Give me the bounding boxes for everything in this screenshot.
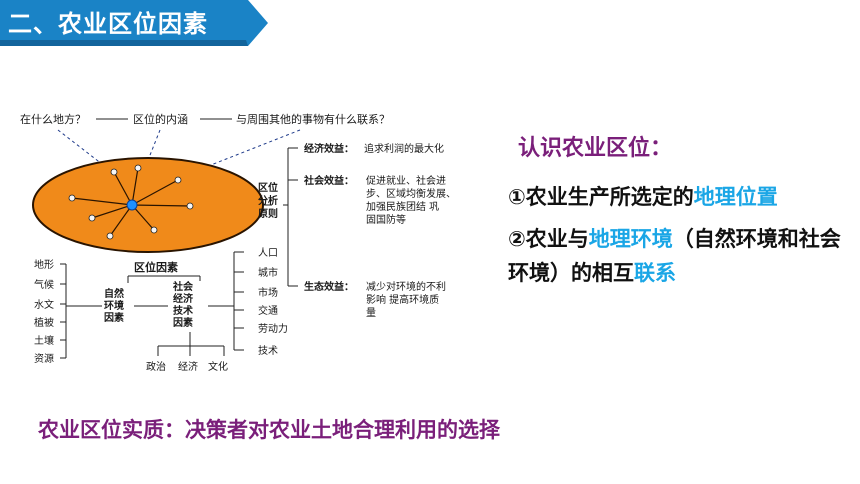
social-item-market: 市场: [258, 286, 278, 299]
social-item-city: 城市: [258, 266, 278, 279]
top-label-where: 在什么地方？: [20, 112, 86, 126]
natural-item-vegetation: 植被: [34, 316, 54, 329]
social-item-population: 人口: [258, 247, 278, 259]
economic-benefit-text: 追求利润的最大化: [364, 142, 444, 155]
point-1-prefix: ①农业生产所选定的: [508, 185, 694, 209]
economic-benefit-label: 经济效益：: [304, 142, 354, 155]
natural-item-resources: 资源: [34, 352, 54, 365]
point-2-highlight: 地理环境: [588, 227, 673, 251]
social-factors-4: 因素: [173, 316, 193, 329]
right-panel-heading: 认识农业区位：: [518, 136, 673, 161]
natural-factors-2: 环境: [104, 299, 124, 312]
point-2-prefix: ②农业与: [508, 227, 589, 251]
page-title: 二、农业区位因素: [8, 10, 208, 38]
natural-factors-3: 因素: [104, 311, 124, 324]
natural-item-terrain: 地形: [34, 258, 54, 271]
top-label-connotation: 区位的内涵: [133, 112, 188, 126]
title-banner: 二、农业区位因素: [0, 0, 268, 46]
right-panel: 认识农业区位： ①农业生产所选定的地理位置 ②农业与地理环境（自然环境和社会环境…: [508, 130, 848, 298]
natural-factors-1: 自然: [104, 287, 124, 300]
point-2: ②农业与地理环境（自然环境和社会环境）的相互联系: [508, 222, 848, 290]
social-benefit-label: 社会效益：: [303, 174, 354, 187]
social-benefit-line-3: 加强民族团结 巩: [366, 200, 439, 213]
top-label-relations: 与周围其他的事物有什么联系？: [236, 112, 390, 126]
center-point: [126, 199, 138, 211]
point-1-highlight: 地理位置: [693, 185, 778, 209]
social-benefit-line-1: 促进就业、社会进: [366, 174, 446, 187]
ecological-benefit-label: 生态效益：: [304, 280, 354, 293]
social-benefit-line-4: 固国防等: [366, 213, 406, 226]
social-factors-3: 技术: [173, 304, 193, 317]
principle-label-3: 原则: [258, 207, 278, 220]
social-item-transport: 交通: [258, 304, 278, 317]
ecological-benefit-line-1: 减少对环境的不利: [366, 280, 446, 293]
point-2-highlight-2: 联系: [634, 261, 676, 285]
social-benefit-line-2: 步、区域均衡发展、: [366, 187, 456, 200]
essence-statement: 农业区位实质：决策者对农业土地合理利用的选择: [38, 418, 500, 442]
principle-label-2: 分析: [258, 194, 278, 207]
location-factors-label: 区位因素: [134, 260, 178, 274]
social-factors-2: 经济: [173, 292, 194, 305]
bottom-item-politics: 政治: [146, 360, 166, 373]
bottom-item-culture: 文化: [208, 360, 228, 373]
natural-item-climate: 气候: [34, 278, 54, 291]
principle-label-1: 区位: [258, 181, 278, 194]
natural-item-hydrology: 水文: [34, 298, 54, 311]
social-item-labor: 劳动力: [258, 322, 288, 335]
ecological-benefit-line-3: 量: [366, 307, 376, 319]
point-1: ①农业生产所选定的地理位置: [508, 180, 848, 214]
banner-shape: [0, 0, 268, 46]
social-item-technology: 技术: [258, 344, 278, 357]
bottom-item-economy: 经济: [178, 360, 198, 373]
natural-item-soil: 土壤: [34, 334, 54, 347]
point-2-mid: （自然环境和社会环境）的相互: [508, 227, 841, 285]
ecological-benefit-line-2: 影响 提高环境质: [366, 293, 439, 306]
social-factors-1: 社会: [172, 280, 193, 293]
